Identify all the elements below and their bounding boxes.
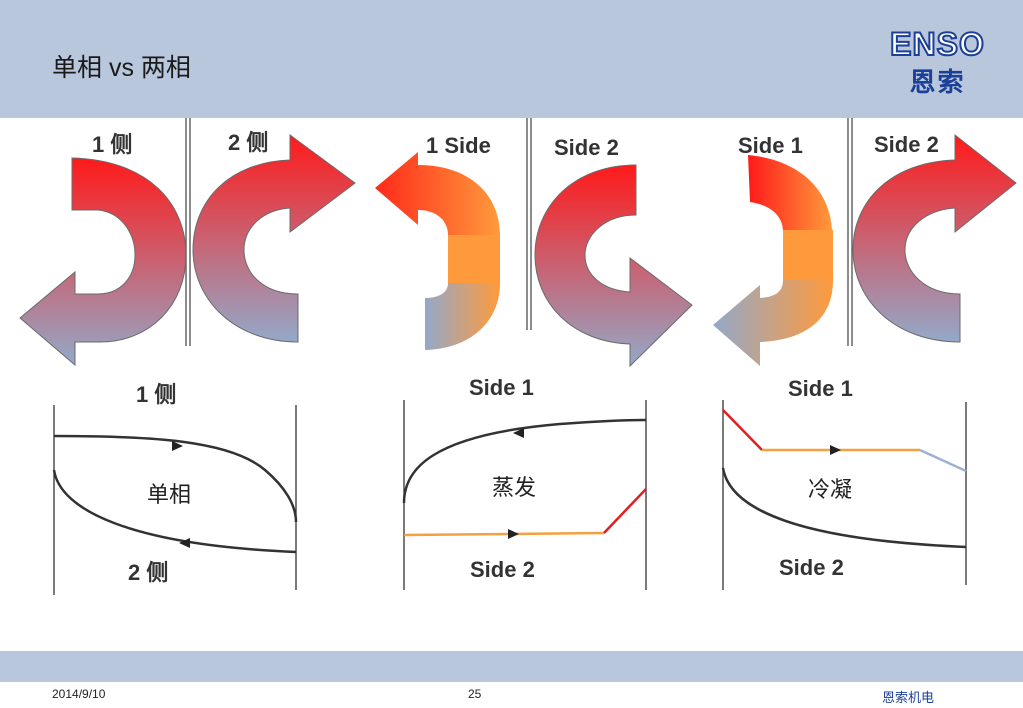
logo-wordmark: ENSO xyxy=(889,25,985,63)
graph-label-side-1: Side 1 xyxy=(469,375,534,400)
arrow-label-side-1: Side 1 xyxy=(738,133,803,158)
graph-label-side-1: 1 侧 xyxy=(136,382,176,407)
footer-company: 恩索机电 xyxy=(882,690,935,705)
logo-chinese-name: 恩索 xyxy=(909,67,966,97)
page-number: 25 xyxy=(468,687,482,701)
graph-label-single-phase: 单相 xyxy=(147,483,191,508)
graph-label-side-1: Side 1 xyxy=(788,376,853,401)
arrow-label-side-2: 2 侧 xyxy=(228,130,268,155)
side-1-curve xyxy=(402,418,647,504)
u-arrow-condensation-top xyxy=(748,155,832,230)
evaporation-arrows xyxy=(375,118,693,368)
u-arrow-evaporation-bottom xyxy=(425,283,500,350)
u-arrow-right xyxy=(192,134,356,343)
side-1-subcool-line xyxy=(919,448,967,473)
graph-label-condensation: 冷凝 xyxy=(808,478,852,503)
condensation-graph xyxy=(721,400,967,590)
u-arrow-condensation-bottom xyxy=(713,280,833,366)
arrow-label-side-2: Side 2 xyxy=(554,135,619,160)
side-2-superheat-line xyxy=(603,488,647,534)
header-band xyxy=(0,0,1023,118)
side-2-liquid-line xyxy=(403,531,605,537)
company-logo: ENSO 恩索 xyxy=(889,25,985,97)
graph-label-evaporation: 蒸发 xyxy=(492,476,536,501)
single-phase-arrows xyxy=(19,118,356,367)
orange-phase-band xyxy=(783,230,833,280)
condensation-arrows xyxy=(713,118,1017,366)
footer-date: 2014/9/10 xyxy=(52,687,106,701)
arrow-label-side-1: 1 侧 xyxy=(92,132,132,157)
side-1-desuperheat-line xyxy=(722,409,763,451)
page-title: 单相 vs 两相 xyxy=(52,54,191,82)
flow-arrowhead xyxy=(172,441,183,451)
graph-label-side-2: Side 2 xyxy=(779,555,844,580)
arrow-label-side-1: 1 Side xyxy=(426,133,491,158)
single-phase-graph xyxy=(52,405,298,595)
evaporation-graph xyxy=(402,400,647,590)
flow-arrowhead xyxy=(830,445,841,455)
side-1-curve xyxy=(53,434,298,523)
footer-band xyxy=(0,651,1023,682)
orange-phase-band xyxy=(448,235,500,283)
u-arrow-left xyxy=(19,157,187,367)
graph-label-side-2: Side 2 xyxy=(470,557,535,582)
u-arrow-right xyxy=(534,164,693,368)
flow-arrowhead xyxy=(513,428,524,438)
arrow-label-side-2: Side 2 xyxy=(874,132,939,157)
side-2-curve xyxy=(721,467,967,549)
u-arrow-right xyxy=(852,133,1017,343)
flow-arrowhead xyxy=(508,529,519,539)
graph-label-side-2: 2 侧 xyxy=(128,560,168,585)
u-arrow-evaporation-top xyxy=(375,152,500,235)
side-2-curve xyxy=(52,469,297,554)
flow-arrowhead xyxy=(179,538,190,548)
